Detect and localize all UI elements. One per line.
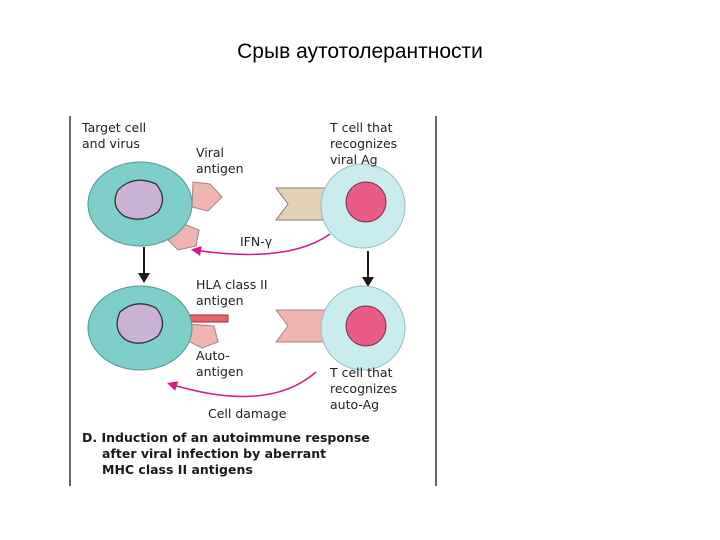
- slide-title: Срыв аутотолерантности: [237, 40, 483, 63]
- t-cell-top: [275, 163, 406, 249]
- t-cell-nucleus-top: [345, 181, 387, 223]
- target-cell-bottom: [87, 285, 229, 371]
- t-cell-receptor-top: [275, 187, 327, 221]
- t-cell-bottom: [275, 285, 406, 371]
- ifn-gamma-label: IFN-γ: [240, 234, 273, 249]
- ifn-gamma-arrow: [191, 233, 331, 256]
- autoimmunity-figure: Target cell and virus Viral antigen T ce…: [68, 112, 438, 488]
- cell-damage-label: Cell damage: [208, 406, 287, 421]
- target-cell-label: Target cell and virus: [81, 120, 150, 151]
- viral-antigen-label: Viral antigen: [196, 145, 244, 176]
- target-cell-nucleus-bottom: [116, 303, 164, 344]
- hla-class-ii-bar: [189, 314, 229, 323]
- figure-caption: D. Induction of an autoimmune response a…: [82, 430, 374, 477]
- target-cell-top: [87, 161, 223, 251]
- viral-antigen-shape-upper: [191, 181, 223, 212]
- autoimmunity-diagram: Target cell and virus Viral antigen T ce…: [69, 116, 437, 486]
- target-cell-nucleus: [114, 179, 164, 220]
- t-cell-bottom-label: T cell that recognizes auto-Ag: [329, 365, 401, 412]
- t-cell-top-label: T cell that recognizes viral Ag: [329, 120, 401, 167]
- t-cell-receptor-bottom: [275, 309, 327, 343]
- hla-class-ii-label: HLA class II antigen: [196, 277, 272, 308]
- t-cell-nucleus-bottom: [345, 305, 387, 347]
- cell-damage-arrow: [167, 371, 317, 398]
- auto-antigen-label: Auto- antigen: [196, 348, 244, 379]
